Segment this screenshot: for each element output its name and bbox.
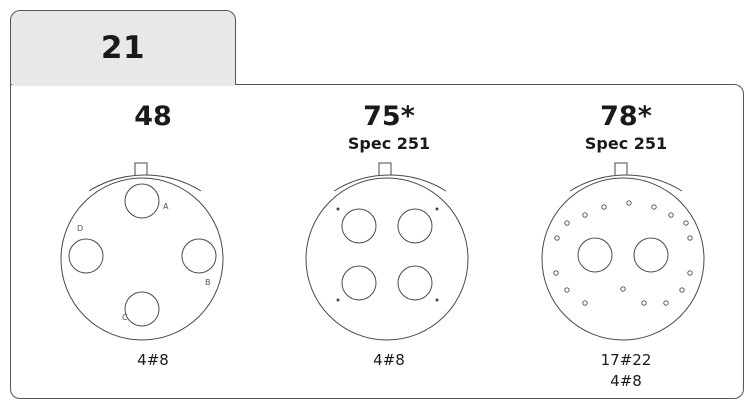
contact-small xyxy=(582,212,588,218)
connector-code: 78* xyxy=(600,101,652,132)
index-dot xyxy=(435,207,439,211)
tab-join xyxy=(11,83,235,86)
contact-a xyxy=(124,183,160,219)
drawing-tab: 21 xyxy=(10,10,236,86)
contact-large-1 xyxy=(577,237,613,273)
index-dot xyxy=(336,298,340,302)
pin-label-a: A xyxy=(163,202,169,211)
contact-small xyxy=(620,286,626,292)
contact-d xyxy=(68,238,104,274)
key-arc xyxy=(88,174,202,192)
contact-small xyxy=(554,235,560,241)
pin-label-d: D xyxy=(77,224,83,233)
connector-face-75 xyxy=(305,162,469,341)
connector-shell xyxy=(60,177,224,341)
contact-arrangement: 4#8 xyxy=(267,350,511,371)
contact-small xyxy=(679,287,685,293)
connector-panel: 48 A B C D 4#8 75* Spec 251 xyxy=(10,84,744,399)
connector-code: 48 xyxy=(134,101,172,132)
contact-arrangement: 4#8 xyxy=(31,350,275,371)
index-dot xyxy=(336,207,340,211)
connector-face-78 xyxy=(541,162,705,341)
connector-spec: Spec 251 xyxy=(347,134,431,153)
contact-small xyxy=(687,270,693,276)
pin-label-b: B xyxy=(205,278,211,287)
contact-small xyxy=(651,204,657,210)
index-dot xyxy=(435,298,439,302)
contact-3 xyxy=(341,265,377,301)
connector-48: 48 A B C D 4#8 xyxy=(31,85,275,398)
pin-label-c: C xyxy=(122,313,128,322)
contact-b xyxy=(181,238,217,274)
connector-face-48: A B C D xyxy=(60,162,224,341)
connector-78: 78* Spec 251 xyxy=(504,85,748,398)
connector-shell xyxy=(541,177,705,341)
contact-small xyxy=(687,235,693,241)
contact-small xyxy=(668,212,674,218)
key-arc xyxy=(333,174,447,192)
contact-small xyxy=(626,200,632,206)
contact-small xyxy=(601,204,607,210)
contact-line: 4#8 xyxy=(373,351,405,369)
contact-small xyxy=(564,287,570,293)
contact-arrangement: 17#22 4#8 xyxy=(504,350,748,392)
contact-line: 4#8 xyxy=(610,372,642,390)
contact-line: 17#22 xyxy=(600,351,652,369)
key-notch xyxy=(378,162,392,175)
key-notch xyxy=(614,162,628,175)
tab-label: 21 xyxy=(100,30,146,66)
contact-4 xyxy=(397,265,433,301)
connector-shell xyxy=(305,177,469,341)
contact-large-2 xyxy=(633,237,669,273)
contact-small xyxy=(641,300,647,306)
contact-1 xyxy=(341,208,377,244)
contact-c xyxy=(124,291,160,327)
contact-line: 4#8 xyxy=(137,351,169,369)
connector-75: 75* Spec 251 4#8 xyxy=(267,85,511,398)
contact-small xyxy=(663,300,669,306)
key-notch xyxy=(134,162,148,175)
connector-spec: Spec 251 xyxy=(584,134,668,153)
contact-small xyxy=(683,220,689,226)
contact-2 xyxy=(397,208,433,244)
connector-code: 75* xyxy=(363,101,415,132)
key-arc xyxy=(569,174,683,192)
contact-small xyxy=(553,270,559,276)
contact-small xyxy=(582,300,588,306)
contact-small xyxy=(564,220,570,226)
